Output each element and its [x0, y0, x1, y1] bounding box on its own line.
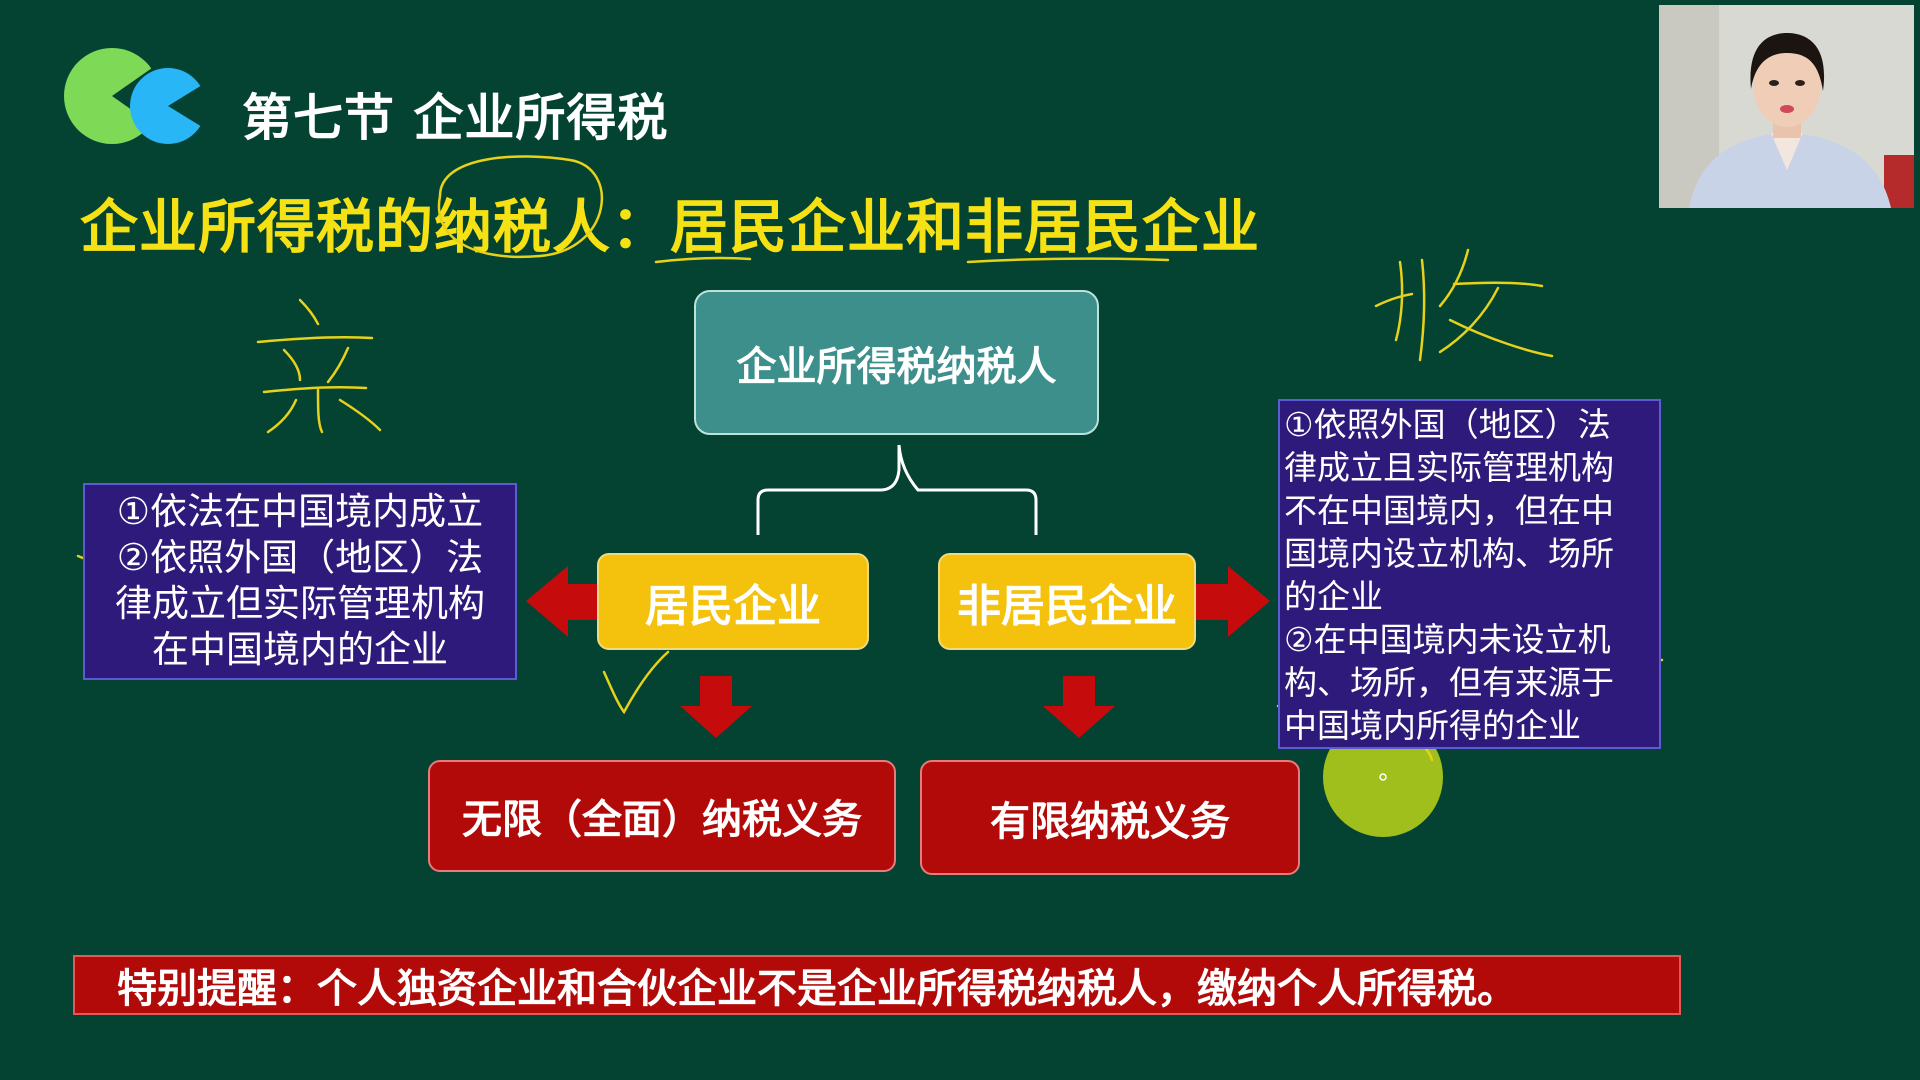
- criteria-line: 在中国境内的企业: [152, 628, 448, 671]
- criteria-line: 律成立但实际管理机构: [115, 582, 485, 625]
- special-reminder-bar: 特别提醒：个人独资企业和合伙企业不是企业所得税纳税人，缴纳个人所得税。: [73, 955, 1681, 1015]
- down-arrow-icon: [1043, 676, 1115, 738]
- section-title: 第七节 企业所得税: [242, 89, 669, 147]
- presenter-webcam: [1659, 5, 1914, 208]
- resident-criteria-box: ①依法在中国境内成立 ②依照外国（地区）法 律成立但实际管理机构 在中国境内的企…: [83, 483, 517, 680]
- nonresident-criteria-box: ①依照外国（地区）法 律成立且实际管理机构 不在中国境内，但在中 国境内设立机构…: [1278, 399, 1661, 749]
- left-arrow-icon: [526, 566, 597, 637]
- resident-enterprise-box: 居民企业: [597, 553, 869, 650]
- criteria-line: ①依法在中国境内成立: [116, 490, 484, 533]
- criteria-line: 国境内设立机构、场所: [1284, 534, 1614, 573]
- criteria-line: 中国境内所得的企业: [1284, 706, 1581, 745]
- logo-icon: [64, 48, 210, 144]
- unlimited-obligation-box: 无限（全面）纳税义务: [428, 760, 896, 872]
- nonresident-enterprise-box: 非居民企业: [938, 553, 1196, 650]
- criteria-line: 律成立且实际管理机构: [1284, 448, 1614, 487]
- taxpayer-root-box: 企业所得税纳税人: [694, 290, 1099, 435]
- slide-heading: 企业所得税的纳税人：居民企业和非居民企业: [80, 193, 1261, 261]
- criteria-line: ①依照外国（地区）法: [1284, 405, 1611, 444]
- criteria-line: 不在中国境内，但在中: [1284, 491, 1614, 530]
- criteria-line: ②依照外国（地区）法: [116, 536, 484, 579]
- limited-obligation-box: 有限纳税义务: [920, 760, 1300, 875]
- brace-connector: [756, 444, 1038, 535]
- right-arrow-icon: [1196, 566, 1270, 637]
- criteria-line: 构、场所，但有来源于: [1284, 663, 1614, 702]
- criteria-line: 的企业: [1284, 577, 1383, 616]
- down-arrow-icon: [680, 676, 752, 738]
- criteria-line: ②在中国境内未设立机: [1284, 620, 1611, 659]
